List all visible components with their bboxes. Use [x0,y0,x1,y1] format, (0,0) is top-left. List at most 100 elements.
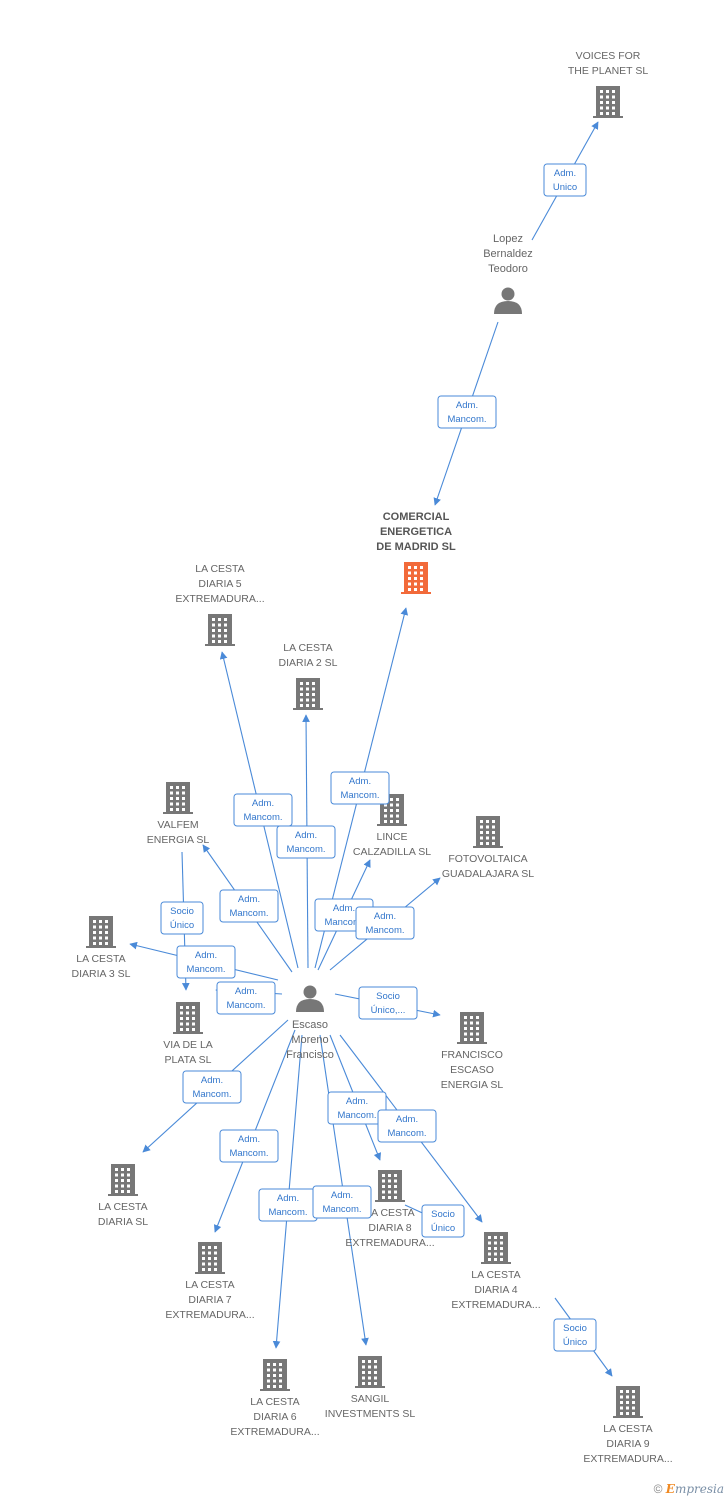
node-label: LA CESTA [98,1201,147,1213]
edge-label-lopez-to-voices[interactable]: Adm. Unico [543,163,587,197]
edge-label-escaso-to-sangil[interactable]: Adm.Mancom. [312,1185,372,1219]
building-icon[interactable] [401,562,431,594]
edge-label-text: Adm. [252,798,274,809]
edge-label-text: Adm. [374,911,396,922]
edge-label-text: Adm. [201,1075,223,1086]
building-icon[interactable] [195,1242,225,1274]
node-label: DIARIA 8 [368,1222,411,1234]
edge-label-escaso-to-valfem[interactable]: Adm.Mancom. [219,889,279,923]
edge-label-escaso-to-viaplata[interactable]: Adm.Mancom. [216,981,276,1015]
node-label: LA CESTA [250,1396,299,1408]
edge-label-text: Unico [553,182,577,193]
edge-label-text: Socio [563,1323,587,1334]
building-icon[interactable] [473,816,503,848]
edge-label-escaso-to-comercial[interactable]: Adm.Mancom. [330,771,390,805]
edge-label-escaso-to-fotovoltaica[interactable]: Adm.Mancom. [355,906,415,940]
node-label: VOICES FOR [576,50,641,62]
building-icon[interactable] [86,916,116,948]
node-label: LA CESTA [185,1279,234,1291]
node-label: EXTREMADURA... [230,1426,319,1438]
edge-label-text: Mancom. [229,1148,268,1159]
edge-label-text: Adm. [396,1114,418,1125]
node-label: EXTREMADURA... [451,1299,540,1311]
node-cesta[interactable]: LA CESTA DIARIA SL [98,1164,148,1228]
building-icon[interactable] [355,1356,385,1388]
edge-label-text: Mancom. [322,1204,361,1215]
node-label: DIARIA SL [98,1216,148,1228]
building-icon[interactable] [173,1002,203,1034]
building-icon[interactable] [163,782,193,814]
building-icon[interactable] [593,86,623,118]
edge-label-text: Adm. [195,950,217,961]
edge-label-escaso-to-cesta3[interactable]: Adm. Mancom. [176,945,236,979]
building-icon[interactable] [205,614,235,646]
edge-label-text: Adm. [295,830,317,841]
node-label: EXTREMADURA... [345,1237,434,1249]
node-label: DIARIA 4 [474,1284,517,1296]
edge-label-escaso-to-cesta7[interactable]: Adm.Mancom. [219,1129,279,1163]
building-icon[interactable] [481,1232,511,1264]
node-label: LA CESTA [365,1207,414,1219]
building-icon[interactable] [108,1164,138,1196]
edge-label-text: Mancom. [337,1110,376,1121]
edge-label-text: Único [431,1223,455,1234]
building-icon[interactable] [293,678,323,710]
edge-label-escaso-to-cesta[interactable]: Adm. Mancom. [182,1070,242,1104]
node-label: DIARIA 5 [198,578,241,590]
building-icon[interactable] [260,1359,290,1391]
node-label: VIA DE LA [163,1039,213,1051]
edge-label-text: Adm. [277,1193,299,1204]
person-icon[interactable] [494,287,522,315]
edge-label-escaso-to-cesta5[interactable]: Adm.Mancom. [233,793,293,827]
node-label: SANGIL [351,1393,390,1405]
building-icon[interactable] [613,1386,643,1418]
edge-label-text: Socio [431,1209,455,1220]
building-icon[interactable] [457,1012,487,1044]
edge-label-text: Socio [376,991,400,1002]
node-label: LINCE [377,831,408,843]
edge-label-escaso-to-cesta2[interactable]: Adm.Mancom. [276,825,336,859]
node-label: EXTREMADURA... [583,1453,672,1465]
footer-brand[interactable]: © Empresia [654,1482,724,1496]
edge-label-text: Adm. [554,168,576,179]
edge-label-text: Mancom. [186,964,225,975]
edge-label-text: Mancom. [447,414,486,425]
edge-label-text: Mancom. [229,908,268,919]
edge-label-text: Mancom. [192,1089,231,1100]
node-label: LA CESTA [283,642,332,654]
node-label: Escaso [292,1019,328,1031]
person-icon[interactable] [296,985,324,1013]
node-label: EXTREMADURA... [175,593,264,605]
edge-label-text: Único [563,1337,587,1348]
node-label: DIARIA 3 SL [72,968,131,980]
node-cesta8[interactable]: LA CESTA DIARIA 8 EXTREMADURA... [345,1170,435,1249]
edge-label-escaso-to-cesta8[interactable]: Adm.Mancom. [327,1091,387,1125]
edge-label-lopez-to-comercial[interactable]: Adm.Mancom. [437,395,497,429]
building-icon[interactable] [375,1170,405,1202]
edge-label-escaso-to-cesta6[interactable]: Adm.Mancom. [258,1188,318,1222]
edge-label-escaso-to-cesta4[interactable]: Adm.Mancom. [377,1109,437,1143]
edge-label-escaso-to-fescaso[interactable]: SocioÚnico,... [358,986,418,1020]
